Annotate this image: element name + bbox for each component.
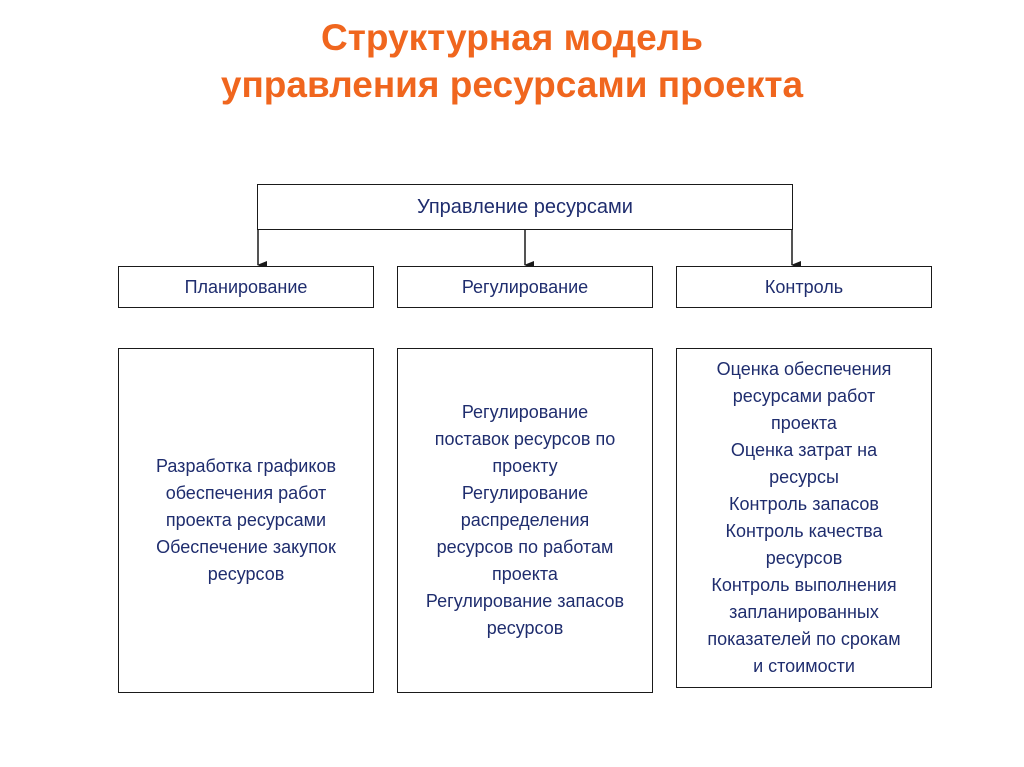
detail-box-control: Оценка обеспечения ресурсами работ проек… [676, 348, 932, 688]
detail-line: Регулирование [461, 483, 589, 503]
function-box-planning: Планирование [118, 266, 374, 308]
detail-line: показателей по срокам [707, 629, 901, 649]
detail-line: Оценка затрат на [730, 440, 878, 460]
function-label: Регулирование [461, 276, 589, 297]
detail-line: распределения [460, 510, 590, 530]
function-box-control: Контроль [676, 266, 932, 308]
detail-line: ресурсы [769, 467, 839, 487]
detail-line: ресурсов по работам [436, 537, 614, 557]
detail-line: ресурсов [486, 618, 564, 638]
root-node-label: Управление ресурсами [417, 196, 633, 218]
detail-line: Регулирование [461, 402, 589, 422]
detail-line: ресурсами работ [732, 386, 876, 406]
detail-line: Контроль выполнения [711, 575, 897, 595]
title-line-2: управления ресурсами проекта [220, 64, 804, 105]
detail-line: проекта [492, 564, 558, 584]
detail-box-regulation: Регулирование поставок ресурсов по проек… [397, 348, 653, 693]
root-node: Управление ресурсами [257, 184, 793, 230]
detail-line: запланированных [729, 602, 879, 622]
detail-line: Обеспечение закупок [156, 537, 336, 557]
detail-line: и стоимости [753, 656, 855, 676]
page-title: Структурная модель управления ресурсами … [0, 14, 1024, 108]
detail-line: ресурсов [207, 564, 285, 584]
detail-line: поставок ресурсов по [434, 429, 616, 449]
detail-box-planning: Разработка графиков обеспечения работ пр… [118, 348, 374, 693]
detail-line: Контроль качества [725, 521, 883, 541]
detail-line: проекту [492, 456, 558, 476]
detail-line: Разработка графиков [155, 456, 337, 476]
function-label: Контроль [764, 276, 844, 297]
detail-line: обеспечения работ [165, 483, 327, 503]
function-label: Планирование [184, 276, 308, 297]
detail-line: Оценка обеспечения [716, 359, 892, 379]
detail-line: ресурсов [765, 548, 843, 568]
detail-line: Контроль запасов [729, 494, 879, 514]
detail-line: проекта ресурсами [165, 510, 327, 530]
title-line-1: Структурная модель [321, 17, 703, 58]
detail-line: Регулирование запасов [425, 591, 625, 611]
function-box-regulation: Регулирование [397, 266, 653, 308]
detail-line: проекта [771, 413, 837, 433]
